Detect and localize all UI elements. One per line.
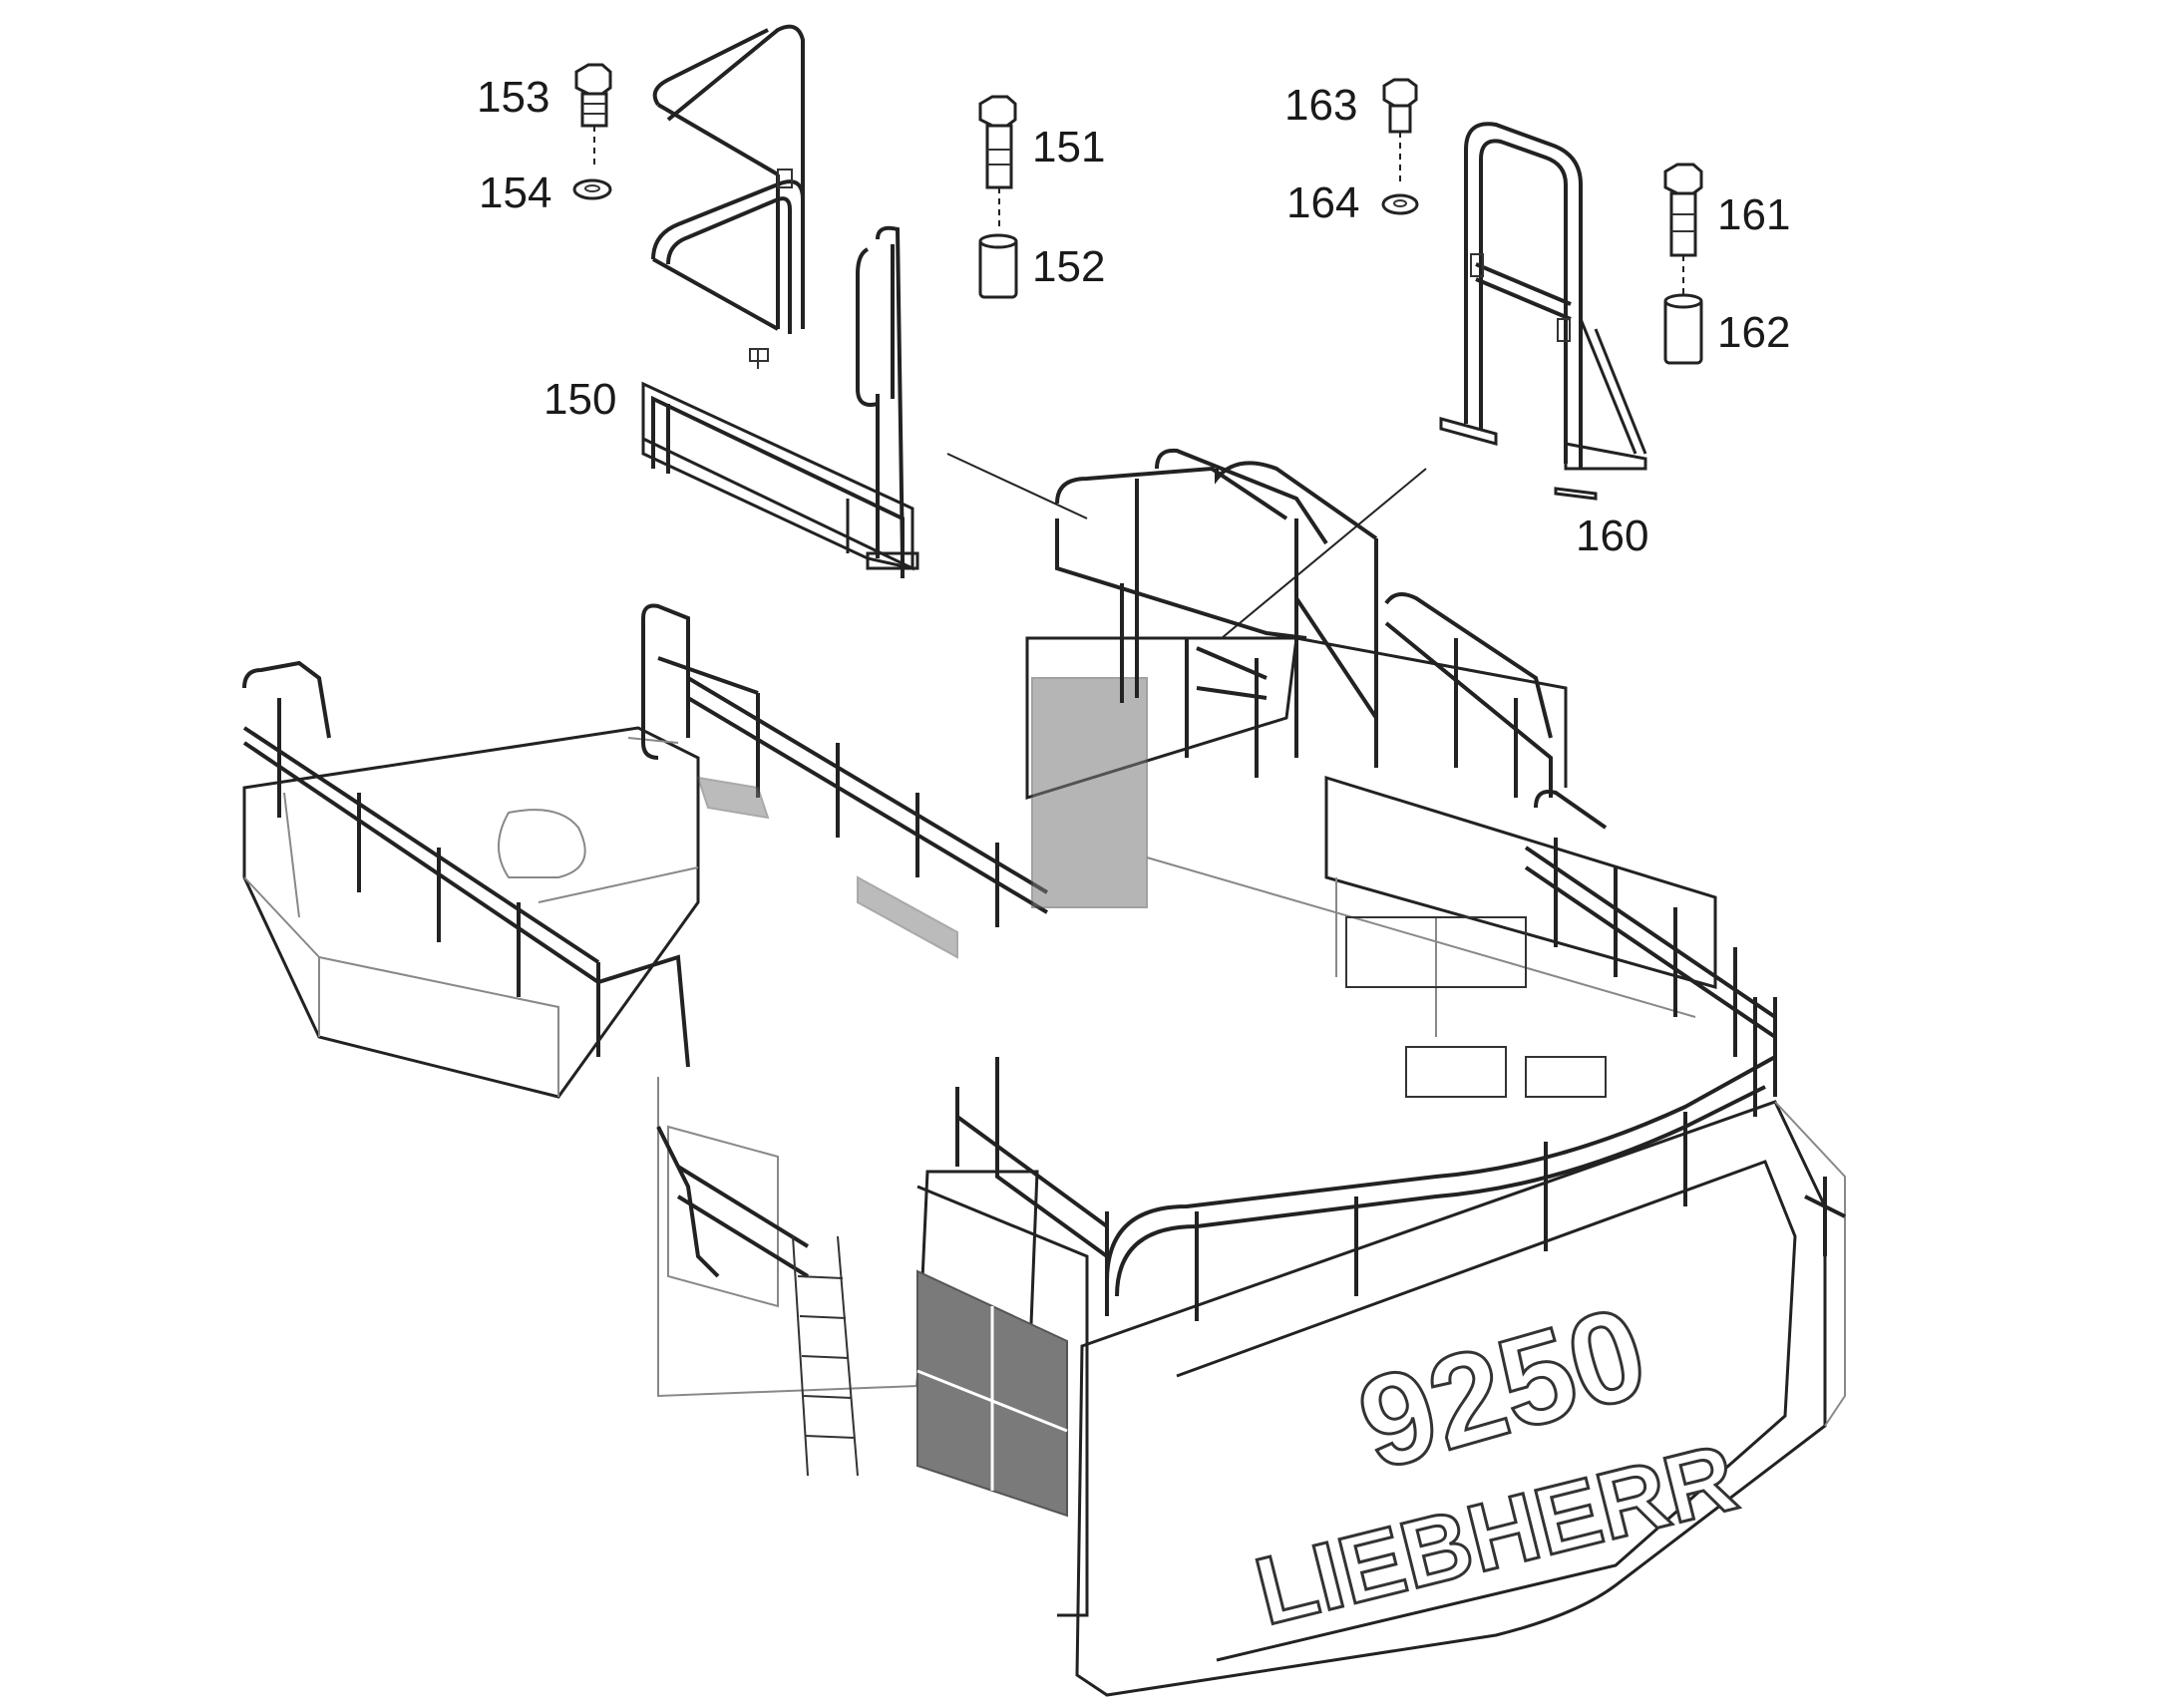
bolt-151-drawing — [978, 95, 1018, 299]
callout-154: 154 — [479, 169, 551, 217]
leader-160 — [1221, 468, 1427, 639]
callout-153: 153 — [477, 73, 549, 122]
callout-150: 150 — [544, 375, 616, 424]
callout-161: 161 — [1717, 190, 1790, 239]
callout-151: 151 — [1032, 123, 1105, 171]
bolt-161-drawing — [1663, 163, 1703, 365]
callout-163: 163 — [1284, 81, 1357, 130]
callout-164: 164 — [1286, 178, 1359, 227]
bolt-153-drawing — [572, 63, 612, 200]
callout-162: 162 — [1717, 308, 1790, 357]
excavator-upperstructure — [242, 448, 1846, 1697]
bolt-163-drawing — [1381, 78, 1419, 215]
callout-152: 152 — [1032, 242, 1105, 291]
leader-150 — [946, 453, 1088, 519]
callout-160: 160 — [1576, 512, 1648, 560]
handrail-150-drawing — [641, 24, 919, 578]
handrail-160-drawing — [1439, 122, 1647, 501]
